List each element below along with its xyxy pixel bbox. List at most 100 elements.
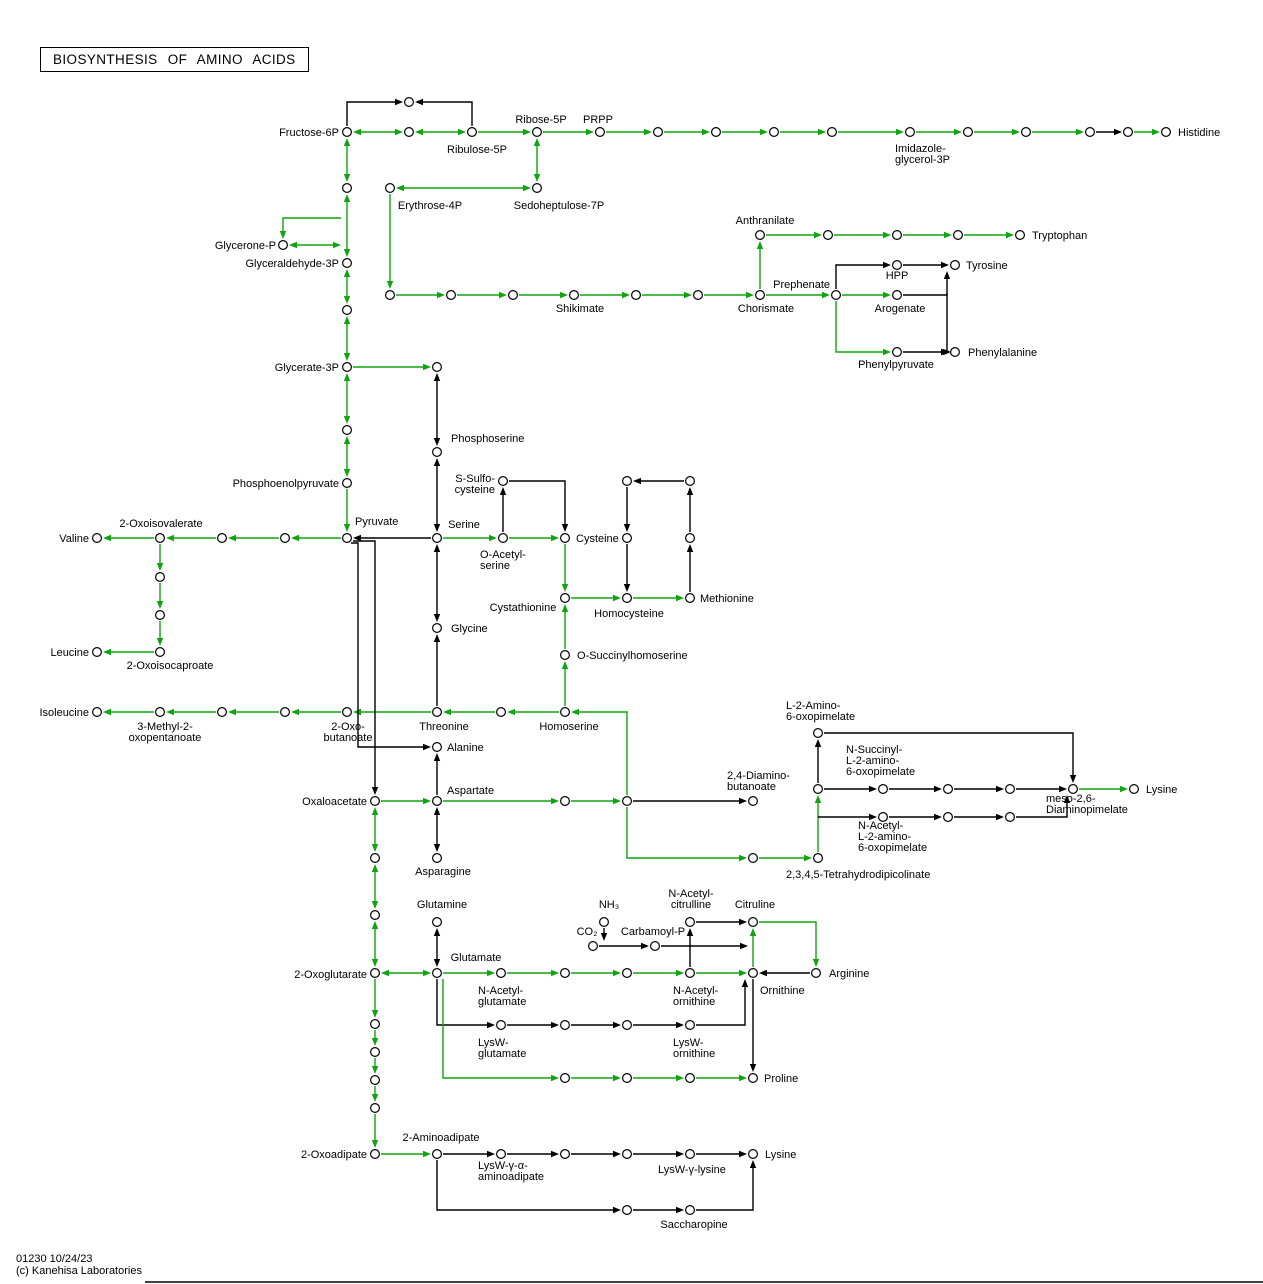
node-pep[interactable] [342, 478, 353, 489]
node-oxo-1[interactable] [370, 1018, 381, 1029]
node-n-succinyl-3[interactable] [1004, 783, 1015, 794]
node-erythrose-4p[interactable] [385, 183, 396, 194]
node-methionine[interactable] [684, 592, 695, 603]
node-oxaloacetate[interactable] [370, 795, 381, 806]
node-his-1[interactable] [652, 126, 663, 137]
node-met-c2[interactable] [621, 476, 632, 487]
node-pro-1[interactable] [559, 1072, 570, 1083]
node-ile-2[interactable] [217, 706, 228, 717]
node-anthranilate[interactable] [754, 230, 765, 241]
node-pro-2[interactable] [621, 1072, 632, 1083]
node-n-acetylcitrulline[interactable] [684, 916, 695, 927]
node-aspartyl-p[interactable] [559, 795, 570, 806]
node-oxo-3[interactable] [370, 1074, 381, 1085]
node-dap-2[interactable] [812, 783, 823, 794]
node-isoleucine[interactable] [91, 706, 102, 717]
node-histidine[interactable] [1160, 126, 1171, 137]
node-lysw-2[interactable] [621, 1019, 632, 1030]
node-bpg[interactable] [342, 305, 353, 316]
node-dap-1[interactable] [747, 852, 758, 863]
node-his-8[interactable] [1122, 126, 1133, 137]
node-cystathionine[interactable] [559, 592, 570, 603]
node-glycerate-3p[interactable] [342, 362, 353, 373]
node-meso-dap[interactable] [1067, 783, 1078, 794]
node-s-sulfocysteine[interactable] [498, 476, 509, 487]
node-imidazole-glycerol-3p[interactable] [904, 126, 915, 137]
node-n-acetyl-1[interactable] [877, 811, 888, 822]
node-lysw-glutamate[interactable] [496, 1019, 507, 1030]
node-oxoadipate[interactable] [370, 1148, 381, 1159]
node-arg-2[interactable] [621, 967, 632, 978]
node-fructose-6p[interactable] [342, 126, 353, 137]
node-ppp-1[interactable] [404, 126, 415, 137]
node-his-3[interactable] [768, 126, 779, 137]
node-glycerate-2p[interactable] [342, 425, 353, 436]
node-fructose-16p2[interactable] [342, 183, 353, 194]
node-shikimate[interactable] [568, 290, 579, 301]
node-lysw-1[interactable] [559, 1019, 570, 1030]
node-shik-2[interactable] [446, 290, 457, 301]
node-leucine[interactable] [91, 646, 102, 657]
node-thr-1[interactable] [496, 706, 507, 717]
node-ile-1[interactable] [280, 706, 291, 717]
node-asparagine[interactable] [432, 852, 443, 863]
node-citrulline[interactable] [747, 916, 758, 927]
node-leu-2[interactable] [155, 609, 166, 620]
node-n-acetylglutamate[interactable] [496, 967, 507, 978]
node-glycine[interactable] [432, 622, 443, 633]
node-glyceraldehyde-3p[interactable] [342, 258, 353, 269]
node-n-acetyl-3[interactable] [1004, 811, 1015, 822]
node-ppp-loop[interactable] [404, 96, 415, 107]
node-met-c1[interactable] [684, 476, 695, 487]
node-homocysteine[interactable] [621, 592, 632, 603]
node-co2[interactable] [587, 940, 598, 951]
node-aaa-1[interactable] [496, 1148, 507, 1159]
node-saccharopine[interactable] [684, 1204, 695, 1215]
node-arogenate[interactable] [891, 290, 902, 301]
node-tetrahydrodipicolinate[interactable] [812, 852, 823, 863]
node-oxoisovalerate[interactable] [155, 532, 166, 543]
node-asp-semialdehyde[interactable] [621, 795, 632, 806]
node-aaa-2[interactable] [559, 1148, 570, 1159]
node-trp-2[interactable] [891, 230, 902, 241]
node-homoserine[interactable] [559, 706, 570, 717]
node-glutamine[interactable] [432, 916, 443, 927]
node-alanine[interactable] [432, 741, 443, 752]
node-his-6[interactable] [1020, 126, 1031, 137]
node-his-5[interactable] [962, 126, 973, 137]
node-threonine[interactable] [432, 706, 443, 717]
node-aspartate[interactable] [432, 795, 443, 806]
node-lysine-aaa[interactable] [747, 1148, 758, 1159]
node-cysteine[interactable] [559, 532, 570, 543]
node-n-succinyl-1[interactable] [877, 783, 888, 794]
node-his-7[interactable] [1084, 126, 1095, 137]
node-shik-4[interactable] [630, 290, 641, 301]
node-ribose-5p[interactable] [531, 126, 542, 137]
node-his-4[interactable] [826, 126, 837, 137]
node-oxoglutarate[interactable] [370, 967, 381, 978]
node-oxo-2[interactable] [370, 1046, 381, 1057]
node-glycerone-p[interactable] [278, 240, 289, 251]
node-aminoadipate[interactable] [432, 1148, 443, 1159]
node-his-2[interactable] [710, 126, 721, 137]
node-oxobutanoate[interactable] [342, 706, 353, 717]
node-serine[interactable] [432, 532, 443, 543]
node-arg-1[interactable] [559, 967, 570, 978]
node-tca-2[interactable] [370, 909, 381, 920]
node-oxo-4[interactable] [370, 1102, 381, 1113]
node-oxoisocaproate[interactable] [155, 646, 166, 657]
node-glutamate[interactable] [432, 967, 443, 978]
node-o-succinylhomoserine[interactable] [559, 649, 570, 660]
node-val-1[interactable] [280, 532, 291, 543]
node-sac-1[interactable] [621, 1204, 632, 1215]
node-ornithine[interactable] [747, 967, 758, 978]
node-hpp[interactable] [891, 260, 902, 271]
node-leu-1[interactable] [155, 571, 166, 582]
node-lysw-lysine[interactable] [684, 1148, 695, 1159]
node-phenylpyruvate[interactable] [891, 347, 902, 358]
node-ribulose-5p[interactable] [467, 126, 478, 137]
node-tryptophan[interactable] [1014, 230, 1025, 241]
node-n-succinyl-2[interactable] [942, 783, 953, 794]
node-carbamoyl-p[interactable] [649, 940, 660, 951]
node-pro-3[interactable] [684, 1072, 695, 1083]
